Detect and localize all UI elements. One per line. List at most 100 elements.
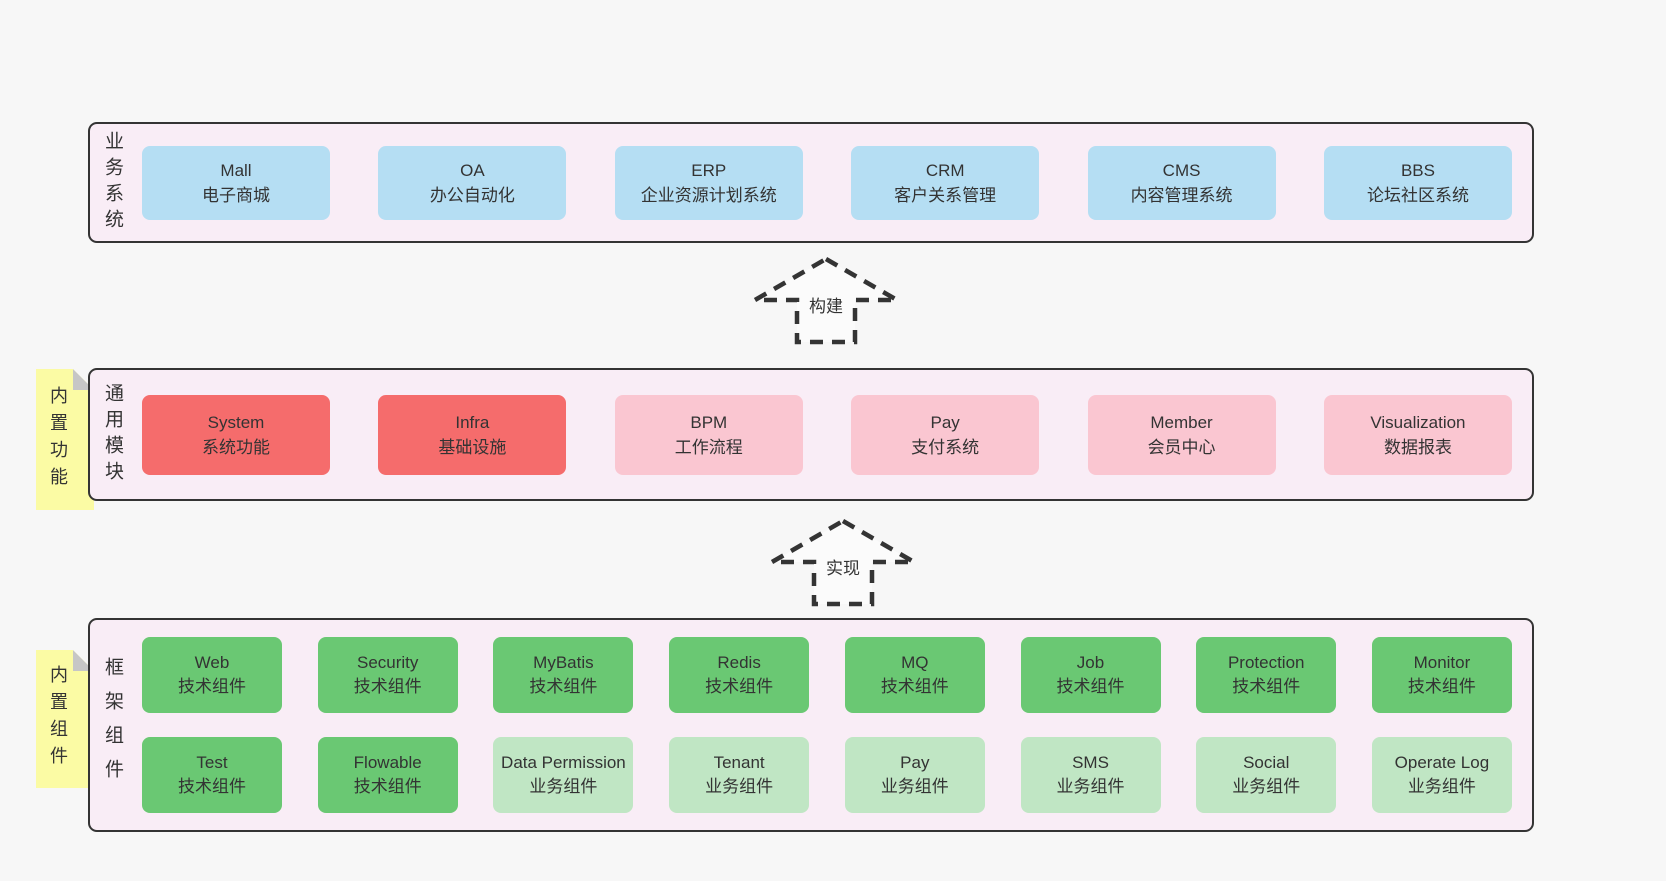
box-subtitle: 企业资源计划系统 bbox=[640, 185, 777, 205]
box-redis: Redis 技术组件 bbox=[669, 637, 810, 713]
box-subtitle: 技术组件 bbox=[529, 677, 598, 696]
box-bbs: BBS 论坛社区系统 bbox=[1323, 145, 1512, 220]
dashed-up-arrow-implement: 实现 bbox=[768, 517, 918, 607]
box-title: Operate Log bbox=[1394, 753, 1490, 772]
box-title: Security bbox=[356, 653, 419, 672]
box-title: Monitor bbox=[1413, 653, 1471, 672]
band-business-boxes: Mall 电子商城 OA 办公自动化 ERP 企业资源计划系统 CRM 客户关系管理 CMS 内容… bbox=[126, 145, 1532, 220]
box-pay: Pay 业务组件 bbox=[844, 737, 985, 813]
box-title: Visualization bbox=[1370, 412, 1466, 432]
box-job: Job 技术组件 bbox=[1020, 637, 1161, 713]
box-subtitle: 技术组件 bbox=[353, 777, 422, 796]
box-title: ERP bbox=[691, 160, 727, 180]
box-subtitle: 数据报表 bbox=[1383, 437, 1452, 457]
box-title: CRM bbox=[925, 160, 965, 180]
box-subtitle: 基础设施 bbox=[438, 437, 507, 457]
box-data-permission: Data Permission 业务组件 bbox=[493, 737, 634, 813]
box-title: Test bbox=[196, 753, 228, 772]
box-title: Member bbox=[1150, 412, 1213, 432]
box-subtitle: 客户关系管理 bbox=[894, 185, 997, 205]
box-social: Social 业务组件 bbox=[1196, 737, 1337, 813]
box-mall: Mall 电子商城 bbox=[142, 145, 330, 220]
box-subtitle: 办公自动化 bbox=[429, 185, 515, 205]
box-mybatis: MyBatis 技术组件 bbox=[493, 637, 634, 713]
box-pay: Pay 支付系统 bbox=[851, 394, 1040, 475]
box-subtitle: 技术组件 bbox=[880, 677, 949, 696]
box-flowable: Flowable 技术组件 bbox=[317, 737, 458, 813]
box-title: CMS bbox=[1162, 160, 1201, 180]
band-business-label: 业务系统 bbox=[102, 130, 123, 235]
box-title: Job bbox=[1076, 653, 1105, 672]
box-security: Security 技术组件 bbox=[317, 637, 458, 713]
box-system: System 系统功能 bbox=[142, 394, 330, 475]
box-title: Pay bbox=[930, 412, 960, 432]
sticky-note-label: 内置组件 bbox=[48, 665, 68, 773]
box-visualization: Visualization 数据报表 bbox=[1323, 394, 1512, 475]
box-subtitle: 工作流程 bbox=[674, 437, 743, 457]
box-sms: SMS 业务组件 bbox=[1020, 737, 1161, 813]
box-title: BBS bbox=[1400, 160, 1435, 180]
box-subtitle: 技术组件 bbox=[705, 677, 774, 696]
box-subtitle: 技术组件 bbox=[178, 677, 246, 696]
box-subtitle: 技术组件 bbox=[1056, 677, 1125, 696]
box-protection: Protection 技术组件 bbox=[1196, 637, 1337, 713]
box-subtitle: 支付系统 bbox=[911, 437, 980, 457]
box-subtitle: 论坛社区系统 bbox=[1366, 185, 1469, 205]
box-title: OA bbox=[460, 160, 485, 180]
box-subtitle: 技术组件 bbox=[353, 677, 422, 696]
sticky-note-built-in-components: 内置组件 bbox=[36, 650, 94, 788]
box-subtitle: 业务组件 bbox=[880, 777, 949, 796]
box-web: Web 技术组件 bbox=[142, 637, 282, 713]
box-subtitle: 业务组件 bbox=[1232, 777, 1301, 796]
arrow-label-build: 构建 bbox=[806, 291, 846, 318]
band-business-systems: 业务系统 Mall 电子商城 OA 办公自动化 ERP 企业资源计划系统 CRM 客户关系管理… bbox=[88, 122, 1534, 243]
box-subtitle: 电子商城 bbox=[202, 185, 270, 205]
box-subtitle: 业务组件 bbox=[529, 777, 598, 796]
box-subtitle: 内容管理系统 bbox=[1130, 185, 1233, 205]
band-common-modules: 通用模块 System 系统功能 Infra 基础设施 BPM 工作流程 Pay 支付系统 Me… bbox=[88, 368, 1534, 501]
box-tenant: Tenant 业务组件 bbox=[669, 737, 810, 813]
box-subtitle: 业务组件 bbox=[705, 777, 774, 796]
box-crm: CRM 客户关系管理 bbox=[851, 145, 1040, 220]
dashed-up-arrow-build: 构建 bbox=[751, 255, 901, 345]
box-bpm: BPM 工作流程 bbox=[614, 394, 803, 475]
box-infra: Infra 基础设施 bbox=[378, 394, 567, 475]
box-title: System bbox=[207, 412, 265, 432]
box-oa: OA 办公自动化 bbox=[378, 145, 567, 220]
box-subtitle: 技术组件 bbox=[1232, 677, 1301, 696]
box-title: Pay bbox=[900, 753, 930, 772]
box-title: Infra bbox=[455, 412, 490, 432]
box-monitor: Monitor 技术组件 bbox=[1371, 637, 1512, 713]
box-title: BPM bbox=[690, 412, 728, 432]
box-title: Mall bbox=[220, 160, 252, 180]
band-components-label: 框架组件 bbox=[102, 657, 123, 793]
sticky-note-label: 内置功能 bbox=[48, 385, 68, 494]
box-subtitle: 技术组件 bbox=[1407, 677, 1476, 696]
box-title: Flowable bbox=[353, 753, 422, 772]
band-modules-label: 通用模块 bbox=[102, 382, 123, 487]
box-subtitle: 技术组件 bbox=[178, 777, 246, 796]
box-subtitle: 业务组件 bbox=[1056, 777, 1125, 796]
box-title: Data Permission bbox=[501, 753, 626, 772]
box-erp: ERP 企业资源计划系统 bbox=[614, 145, 803, 220]
box-title: Social bbox=[1243, 753, 1290, 772]
sticky-note-built-in-features: 内置功能 bbox=[36, 369, 94, 510]
box-title: Web bbox=[194, 653, 230, 672]
box-title: Tenant bbox=[713, 753, 765, 772]
box-title: MQ bbox=[901, 653, 929, 672]
box-title: Protection bbox=[1227, 653, 1305, 672]
box-title: SMS bbox=[1072, 753, 1109, 772]
box-title: Redis bbox=[717, 653, 761, 672]
box-subtitle: 系统功能 bbox=[202, 437, 270, 457]
box-title: MyBatis bbox=[533, 653, 594, 672]
box-mq: MQ 技术组件 bbox=[844, 637, 985, 713]
box-cms: CMS 内容管理系统 bbox=[1087, 145, 1276, 220]
